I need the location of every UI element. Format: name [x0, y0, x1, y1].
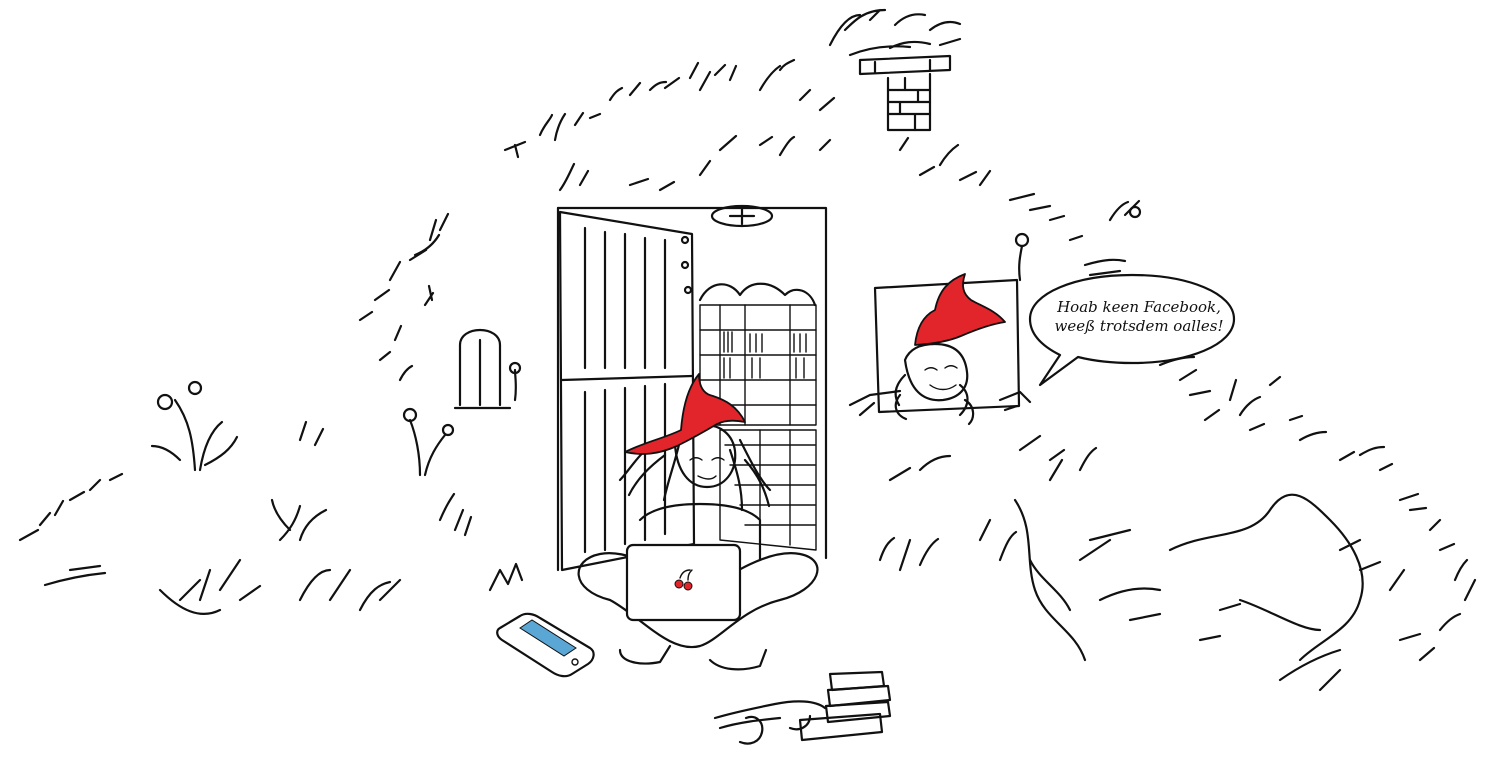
girl-character — [577, 373, 819, 671]
smartphone-icon — [496, 612, 595, 678]
flowers — [150, 199, 1142, 477]
gnome-window — [873, 278, 1021, 414]
open-door — [558, 210, 696, 572]
laptop — [625, 543, 742, 622]
roots — [1013, 493, 1364, 662]
scroll-icon — [713, 700, 827, 745]
speech-bubble-line-1: Hoab keen Facebook, — [1057, 298, 1221, 316]
gnome-red-hat — [914, 273, 1006, 346]
hill-grass — [358, 58, 1477, 602]
speech-bubble — [1028, 273, 1236, 387]
door-frame — [556, 204, 828, 572]
speech-bubble-text: Hoab keen Facebook, weeß trotsdem oalles… — [1044, 298, 1234, 336]
ground-grass — [18, 420, 1462, 692]
book-stack-icon — [798, 670, 892, 742]
small-arched-window — [453, 329, 512, 410]
girl-body — [638, 502, 762, 562]
cherry-logo-icon — [674, 569, 693, 591]
speech-bubble-line-2: weeß trotsdem oalles! — [1054, 317, 1224, 335]
girl-hair — [618, 438, 772, 512]
chimney — [828, 8, 962, 132]
girl-red-hat — [624, 373, 746, 455]
bookshelf-interior — [699, 304, 817, 551]
girl-legs — [577, 552, 819, 649]
gnome-character — [848, 273, 1032, 426]
